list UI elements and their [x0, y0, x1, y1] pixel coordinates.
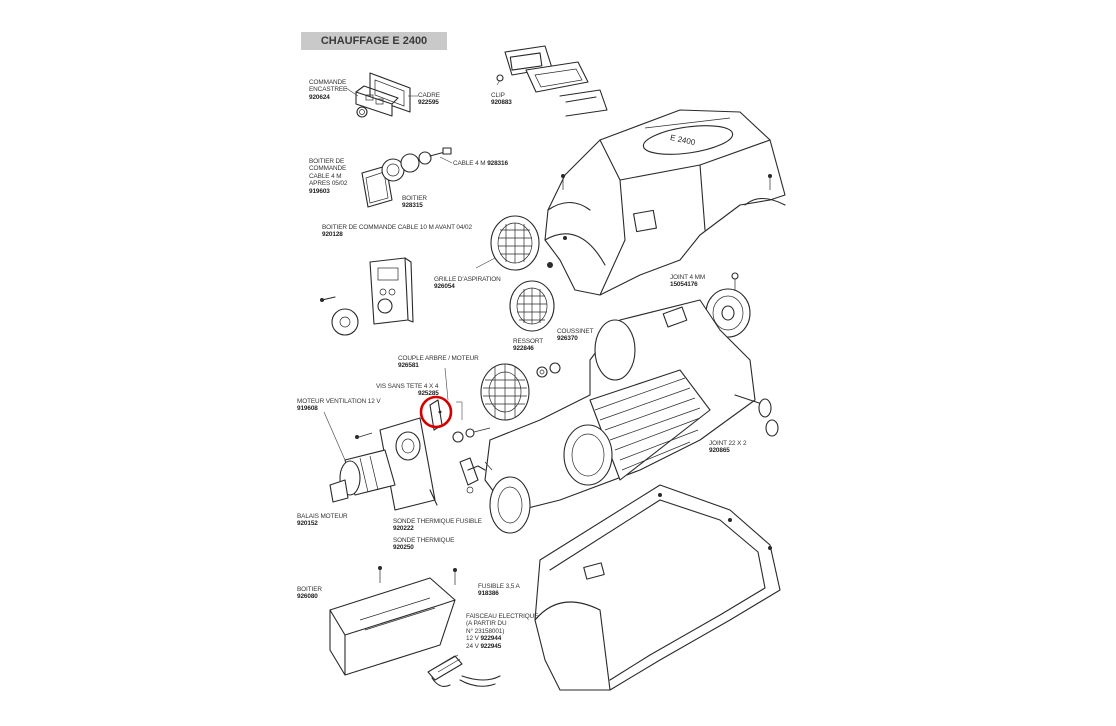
heater-cover-drawing: [544, 109, 786, 296]
sonde-thermique-drawing: [459, 457, 493, 494]
vis-couple-drawing: [429, 399, 491, 443]
boitier-cable-4m-drawing: [361, 147, 452, 208]
clip-display-drawing: [496, 45, 608, 117]
diagram-title: CHAUFFAGE E 2400: [301, 32, 447, 50]
boitier-cable-10m-drawing: [320, 257, 414, 336]
fan-wheel-drawing: [480, 363, 530, 421]
boitier-large-drawing: [329, 566, 457, 676]
heater-body-drawing: [484, 299, 779, 534]
ressort-coussinet-drawing: [536, 362, 561, 378]
moteur-ventilation-drawing: [329, 417, 438, 511]
label-boitier-commande-cable-10m: BOITIER DE COMMANDE CABLE 10 M AVANT 04/…: [322, 224, 472, 239]
highlight-circle: [419, 395, 453, 429]
grille-aspiration-drawing: [490, 215, 555, 332]
base-tray-drawing: [534, 484, 781, 691]
commande-encastree-drawing: [355, 72, 411, 118]
faisceau-electrique-drawing: [427, 654, 501, 687]
label-cable-4m: CABLE 4 M 928316: [453, 160, 508, 167]
